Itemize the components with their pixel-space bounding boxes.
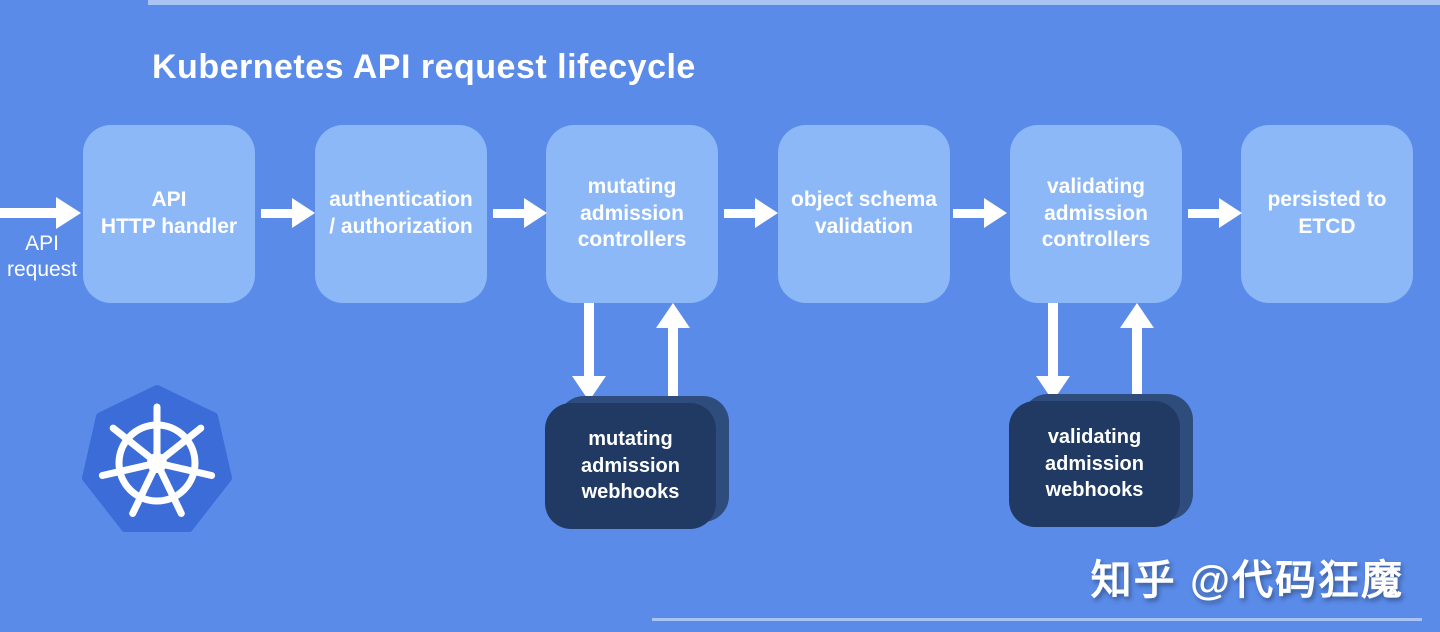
node-object-schema-validation: object schema validation <box>778 125 950 303</box>
arrow-auth-to-mutating <box>493 198 547 228</box>
arrow-shaft <box>0 208 56 218</box>
bottom-edge-line <box>652 618 1422 621</box>
webhook-validating-label: validating admission webhooks <box>1009 401 1180 527</box>
node-api-http-handler: API HTTP handler <box>83 125 255 303</box>
entry-arrow <box>0 197 81 229</box>
page-title: Kubernetes API request lifecycle <box>152 48 696 86</box>
node-authentication-authorization: authentication / authorization <box>315 125 487 303</box>
arrow-validating-up <box>1120 303 1154 401</box>
arrow-handler-to-auth <box>261 198 315 228</box>
wheel-hub <box>147 453 167 473</box>
webhook-validating-admission: validating admission webhooks <box>1009 394 1195 528</box>
node-mutating-admission-controllers: mutating admission controllers <box>546 125 718 303</box>
arrow-mutating-to-schema <box>724 198 778 228</box>
node-persisted-to-etcd: persisted to ETCD <box>1241 125 1413 303</box>
webhook-mutating-label: mutating admission webhooks <box>545 403 716 529</box>
zhihu-watermark: 知乎 @代码狂魔 <box>1090 557 1404 603</box>
arrow-head <box>56 197 81 229</box>
arrow-schema-to-validating <box>953 198 1007 228</box>
arrow-mutating-down <box>572 303 606 401</box>
arrow-validating-to-etcd <box>1188 198 1242 228</box>
kubernetes-logo-icon <box>82 385 232 532</box>
api-request-label: API request <box>6 232 78 282</box>
webhook-mutating-admission: mutating admission webhooks <box>545 396 731 530</box>
top-edge-strip <box>148 0 1440 5</box>
arrow-validating-down <box>1036 303 1070 401</box>
node-validating-admission-controllers: validating admission controllers <box>1010 125 1182 303</box>
arrow-mutating-up <box>656 303 690 401</box>
